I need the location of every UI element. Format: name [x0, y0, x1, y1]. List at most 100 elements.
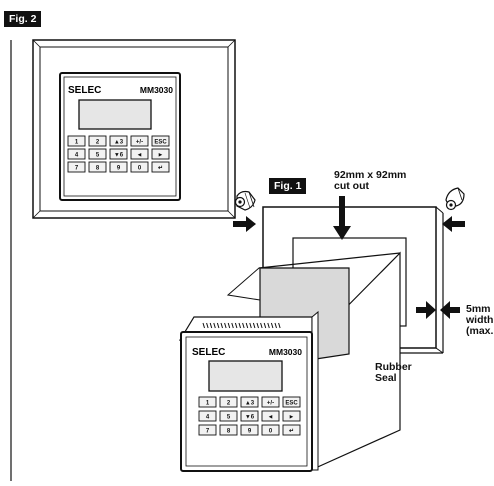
- vent-slot: [274, 322, 277, 329]
- seal-label-line2: Seal: [375, 372, 397, 384]
- vent-slot: [256, 322, 259, 329]
- keypad-key: [88, 135, 107, 147]
- keypad-key: [88, 161, 107, 173]
- fig2-brand: SELEC: [68, 85, 101, 96]
- keypad-key: [109, 148, 128, 160]
- keypad-key-label: ►: [158, 153, 164, 159]
- keypad-key-label: 1: [75, 140, 79, 146]
- width-label-line1: 5mm: [466, 303, 491, 315]
- keypad-key: [240, 410, 259, 422]
- left-clamp: [234, 190, 256, 211]
- keypad-key-label: +/-: [136, 140, 143, 146]
- keypad-key: [109, 135, 128, 147]
- keypad-key: [109, 161, 128, 173]
- keypad-key: [151, 135, 170, 147]
- fig1-tag: Fig. 1: [269, 178, 307, 194]
- right-clamp-arrow: [442, 216, 465, 232]
- vent-slot: [270, 322, 274, 329]
- vent-slot: [234, 322, 238, 329]
- keypad-key-label: 7: [206, 429, 210, 435]
- vent-slots: [202, 322, 281, 329]
- keypad-key-label: 0: [138, 166, 142, 172]
- fig1-brand: SELEC: [192, 347, 225, 358]
- keypad-key: [67, 148, 86, 160]
- keypad-key: [130, 148, 149, 160]
- keypad-key-label: 1: [206, 401, 210, 407]
- keypad-key-label: 4: [206, 415, 210, 421]
- cutout-arrow: [333, 196, 351, 240]
- vent-slot: [263, 322, 267, 329]
- keypad-key: [282, 410, 301, 422]
- fig1-display: [208, 360, 283, 392]
- keypad-key-label: 4: [75, 153, 79, 159]
- vent-slot: [278, 322, 281, 329]
- keypad-key: [67, 161, 86, 173]
- vent-slot: [202, 322, 205, 329]
- fig2-tag: Fig. 2: [4, 11, 42, 27]
- vent-slot: [260, 322, 263, 329]
- keypad-key: [151, 161, 170, 173]
- seal-label-line1: Rubber: [375, 361, 412, 373]
- keypad-key-label: +/-: [267, 401, 274, 407]
- cutout-label-line2: cut out: [334, 180, 369, 192]
- vent-slot: [227, 322, 231, 329]
- vent-slot: [216, 322, 220, 329]
- vent-slot: [267, 322, 270, 329]
- cutout-label-line1: 92mm x 92mm: [334, 169, 407, 181]
- keypad-key-label: 7: [75, 166, 79, 172]
- vent-slot: [242, 322, 245, 329]
- vent-slot: [252, 322, 256, 329]
- keypad-key-label: 5: [96, 153, 100, 159]
- keypad-key-label: ►: [289, 415, 295, 421]
- keypad-key: [261, 424, 280, 436]
- keypad-key-label: ▼6: [245, 415, 255, 421]
- keypad-key-label: 8: [227, 429, 231, 435]
- keypad-key: [151, 148, 170, 160]
- keypad-key: [282, 424, 301, 436]
- keypad-key: [219, 424, 238, 436]
- keypad-key: [67, 135, 86, 147]
- keypad-key-label: ◄: [137, 153, 143, 159]
- keypad-key-label: ↵: [289, 429, 294, 435]
- width-arrow-left: [440, 301, 460, 319]
- fig1-model: MM3030: [269, 347, 302, 357]
- left-clamp-arrow: [233, 216, 256, 232]
- keypad-key-label: 9: [117, 166, 121, 172]
- keypad-key: [240, 396, 259, 408]
- keypad-key: [282, 396, 301, 408]
- right-clamp: [445, 187, 465, 211]
- keypad-key-label: ESC: [154, 140, 167, 146]
- vent-slot: [220, 322, 223, 329]
- vent-slot: [238, 322, 241, 329]
- keypad-key-label: 2: [96, 140, 100, 146]
- keypad-key: [198, 424, 217, 436]
- vent-slot: [206, 322, 209, 329]
- keypad-key: [130, 135, 149, 147]
- keypad-key-label: 8: [96, 166, 100, 172]
- keypad-key-label: 5: [227, 415, 231, 421]
- width-label-line2: width: [466, 314, 494, 326]
- vent-slot: [249, 322, 252, 329]
- keypad-key: [261, 396, 280, 408]
- keypad-key-label: ↵: [158, 166, 163, 172]
- keypad-key-label: 9: [248, 429, 252, 435]
- vent-slot: [209, 322, 213, 329]
- keypad-key: [219, 396, 238, 408]
- vent-slot: [213, 322, 216, 329]
- keypad-key: [219, 410, 238, 422]
- keypad-key: [198, 410, 217, 422]
- width-label-line3: (max.: [466, 325, 494, 337]
- keypad-key: [130, 161, 149, 173]
- keypad-key-label: ▲3: [245, 401, 255, 407]
- keypad-key-label: ▲3: [114, 140, 124, 146]
- vent-slot: [224, 322, 227, 329]
- keypad-key: [240, 424, 259, 436]
- keypad-key-label: 0: [269, 429, 273, 435]
- keypad-key-label: ESC: [285, 401, 298, 407]
